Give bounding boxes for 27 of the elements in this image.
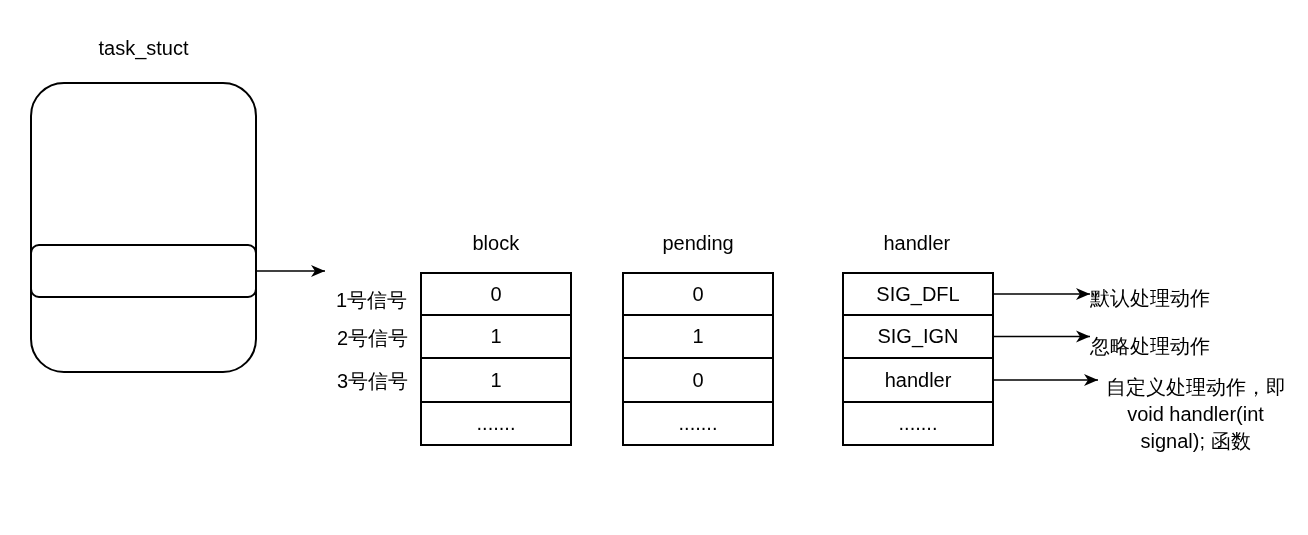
table-cell: handler — [842, 357, 994, 403]
table-cell: ....... — [622, 401, 774, 446]
arrow — [993, 330, 1091, 343]
arrow — [993, 374, 1099, 386]
table-cell: SIG_IGN — [842, 314, 994, 359]
action-text: 自定义处理动作，即 void handler(int signal); 函数 — [1098, 374, 1293, 464]
action-text: 默认处理动作 — [1090, 280, 1250, 316]
arrow — [256, 265, 326, 277]
row-label: 1号信号 — [325, 268, 407, 310]
table-cell: 1 — [622, 314, 774, 359]
table-cell: 0 — [622, 272, 774, 316]
table-cell: 0 — [420, 272, 572, 316]
arrow — [993, 288, 1091, 300]
table-cell: 0 — [622, 357, 774, 403]
column-heading: pending — [662, 233, 734, 253]
table-cell: 1 — [420, 357, 572, 403]
action-text: 忽略处理动作 — [1090, 328, 1250, 364]
row-label: 2号信号 — [337, 328, 409, 348]
table-cell: SIG_DFL — [842, 272, 994, 316]
box-title: task_stuct — [97, 38, 190, 58]
table-cell: ....... — [842, 401, 994, 446]
column-heading: block — [472, 233, 520, 253]
field-band — [30, 244, 257, 298]
column-heading: handler — [883, 233, 951, 253]
table-cell: 1 — [420, 314, 572, 359]
table-cell: ....... — [420, 401, 572, 446]
row-label: 3号信号 — [337, 371, 409, 391]
